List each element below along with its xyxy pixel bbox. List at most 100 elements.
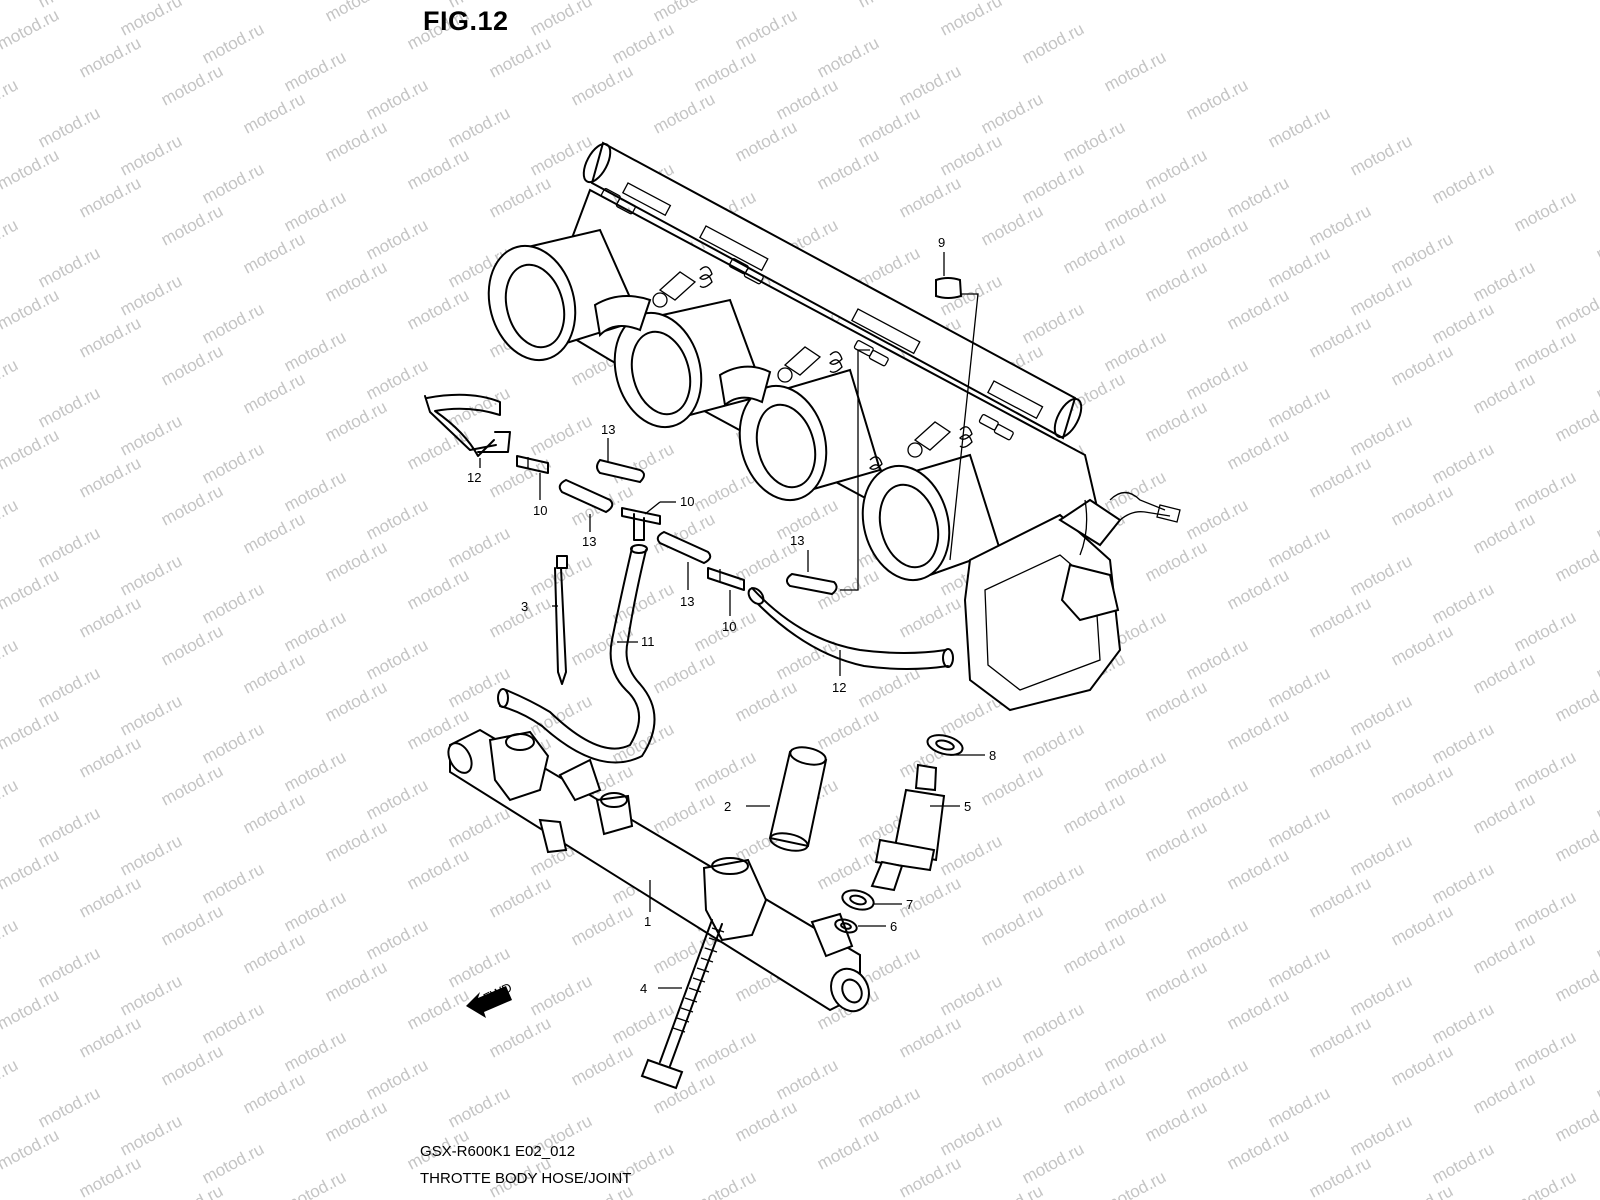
watermark-text: motod.ru — [650, 0, 718, 26]
linkage-springs — [699, 266, 973, 473]
watermark-text: motod.ru — [1183, 915, 1251, 963]
watermark-text: motod.ru — [0, 75, 21, 123]
watermark-text: motod.ru — [568, 901, 636, 949]
joint-2 — [768, 746, 828, 852]
callout-3: 3 — [521, 599, 528, 614]
watermark-text: motod.ru — [35, 803, 103, 851]
watermark-text: motod.ru — [199, 159, 267, 207]
watermark-text: motod.ru — [76, 593, 144, 641]
watermark-text: motod.ru — [240, 89, 308, 137]
watermark-text: motod.ru — [281, 467, 349, 515]
hose-13-c — [656, 530, 712, 565]
watermark-text: motod.ru — [1388, 341, 1456, 389]
watermark-text: motod.ru — [1224, 285, 1292, 333]
watermark-text: motod.ru — [1306, 201, 1374, 249]
watermark-text: motod.ru — [240, 369, 308, 417]
watermark-text: motod.ru — [937, 831, 1005, 879]
watermark-text: motod.ru — [0, 1055, 21, 1103]
watermark-text: motod.ru — [1265, 943, 1333, 991]
vacuum-nipples — [600, 188, 1014, 441]
watermark-text: motod.ru — [732, 1097, 800, 1145]
watermark-text: motod.ru — [650, 789, 718, 837]
joint-10-b-tee — [621, 507, 661, 541]
watermark-text: motod.ru — [158, 341, 226, 389]
hose-12-lower — [747, 587, 954, 670]
watermark-text: motod.ru — [1552, 677, 1600, 725]
watermark-text: motod.ru — [1019, 19, 1087, 67]
watermark-text: motod.ru — [1142, 537, 1210, 585]
watermark-text: motod.ru — [158, 1041, 226, 1089]
watermark-text: motod.ru — [199, 579, 267, 627]
watermark-text: motod.ru — [0, 285, 62, 333]
injector-5 — [870, 734, 964, 892]
joint-10-c — [707, 567, 745, 591]
watermark-text: motod.ru — [814, 1125, 882, 1173]
watermark-text: motod.ru — [1265, 383, 1333, 431]
watermark-text: motod.ru — [1470, 649, 1538, 697]
watermark-text: motod.ru — [1347, 411, 1415, 459]
watermark-text: motod.ru — [1224, 705, 1292, 753]
watermark-text: motod.ru — [773, 75, 841, 123]
watermark-text: motod.ru — [1429, 999, 1497, 1047]
callout-11: 11 — [641, 634, 655, 649]
watermark-text: motod.ru — [445, 663, 513, 711]
watermark-text: motod.ru — [404, 985, 472, 1033]
watermark-text: motod.ru — [1593, 635, 1600, 683]
hose-12-upper — [424, 393, 511, 457]
watermark-text: motod.ru — [199, 719, 267, 767]
callout-labels: 9 13 12 10 13 10 13 3 11 13 10 12 8 5 2 … — [467, 235, 996, 996]
watermark-text: motod.ru — [1511, 327, 1579, 375]
throttle-body-assembly — [487, 141, 1181, 712]
watermark-text: motod.ru — [1552, 1097, 1600, 1145]
watermark-text: motod.ru — [1429, 859, 1497, 907]
callout-8: 8 — [989, 748, 996, 763]
watermark-text: motod.ru — [1593, 775, 1600, 823]
watermark-text: motod.ru — [1060, 929, 1128, 977]
watermark-text: motod.ru — [1511, 747, 1579, 795]
watermark-text: motod.ru — [1347, 271, 1415, 319]
diagram-caption: THROTTE BODY HOSE/JOINT — [420, 1170, 632, 1187]
watermark-text: motod.ru — [568, 621, 636, 669]
watermark-text: motod.ru — [0, 915, 21, 963]
watermark-text: motod.ru — [1060, 229, 1128, 277]
watermark-text: motod.ru — [117, 551, 185, 599]
watermark-text: motod.ru — [486, 33, 554, 81]
watermark-text: motod.ru — [1511, 1027, 1579, 1075]
watermark-text: motod.ru — [240, 229, 308, 277]
watermark-text: motod.ru — [937, 1111, 1005, 1159]
watermark-text: motod.ru — [0, 355, 21, 403]
watermark-text: motod.ru — [855, 663, 923, 711]
watermark-text: motod.ru — [486, 173, 554, 221]
watermark-text: motod.ru — [1019, 1139, 1087, 1187]
watermark-text: motod.ru — [35, 1083, 103, 1131]
watermark-text: motod.ru — [1429, 719, 1497, 767]
watermark-text: motod.ru — [158, 761, 226, 809]
watermark-text: motod.ru — [322, 1097, 390, 1145]
watermark-text: motod.ru — [1470, 257, 1538, 305]
watermark-text: motod.ru — [1019, 719, 1087, 767]
watermark-text: motod.ru — [1224, 565, 1292, 613]
watermark-text: motod.ru — [609, 719, 677, 767]
watermark-text: motod.ru — [1593, 215, 1600, 263]
watermark-text: motod.ru — [1388, 621, 1456, 669]
watermark-text: motod.ru — [199, 1139, 267, 1187]
watermark-text: motod.ru — [117, 1111, 185, 1159]
callout-4: 4 — [640, 981, 647, 996]
watermark-text: motod.ru — [35, 943, 103, 991]
watermark-text: motod.ru — [527, 691, 595, 739]
watermark-text: motod.ru — [609, 19, 677, 67]
watermark-text: motod.ru — [1511, 467, 1579, 515]
watermark-text: motod.ru — [1224, 425, 1292, 473]
watermark-text: motod.ru — [691, 1167, 759, 1200]
watermark-text: motod.ru — [117, 971, 185, 1019]
watermark-text: motod.ru — [1306, 733, 1374, 781]
callout-10: 10 — [722, 619, 736, 634]
watermark-text: motod.ru — [1388, 481, 1456, 529]
watermark-text: motod.ru — [404, 845, 472, 893]
callout-5: 5 — [964, 799, 971, 814]
watermark-text: motod.ru — [1183, 355, 1251, 403]
watermark-text: motod.ru — [1142, 817, 1210, 865]
watermark-text: motod.ru — [199, 859, 267, 907]
watermark-text: motod.ru — [1142, 145, 1210, 193]
watermark-text: motod.ru — [1060, 1069, 1128, 1117]
